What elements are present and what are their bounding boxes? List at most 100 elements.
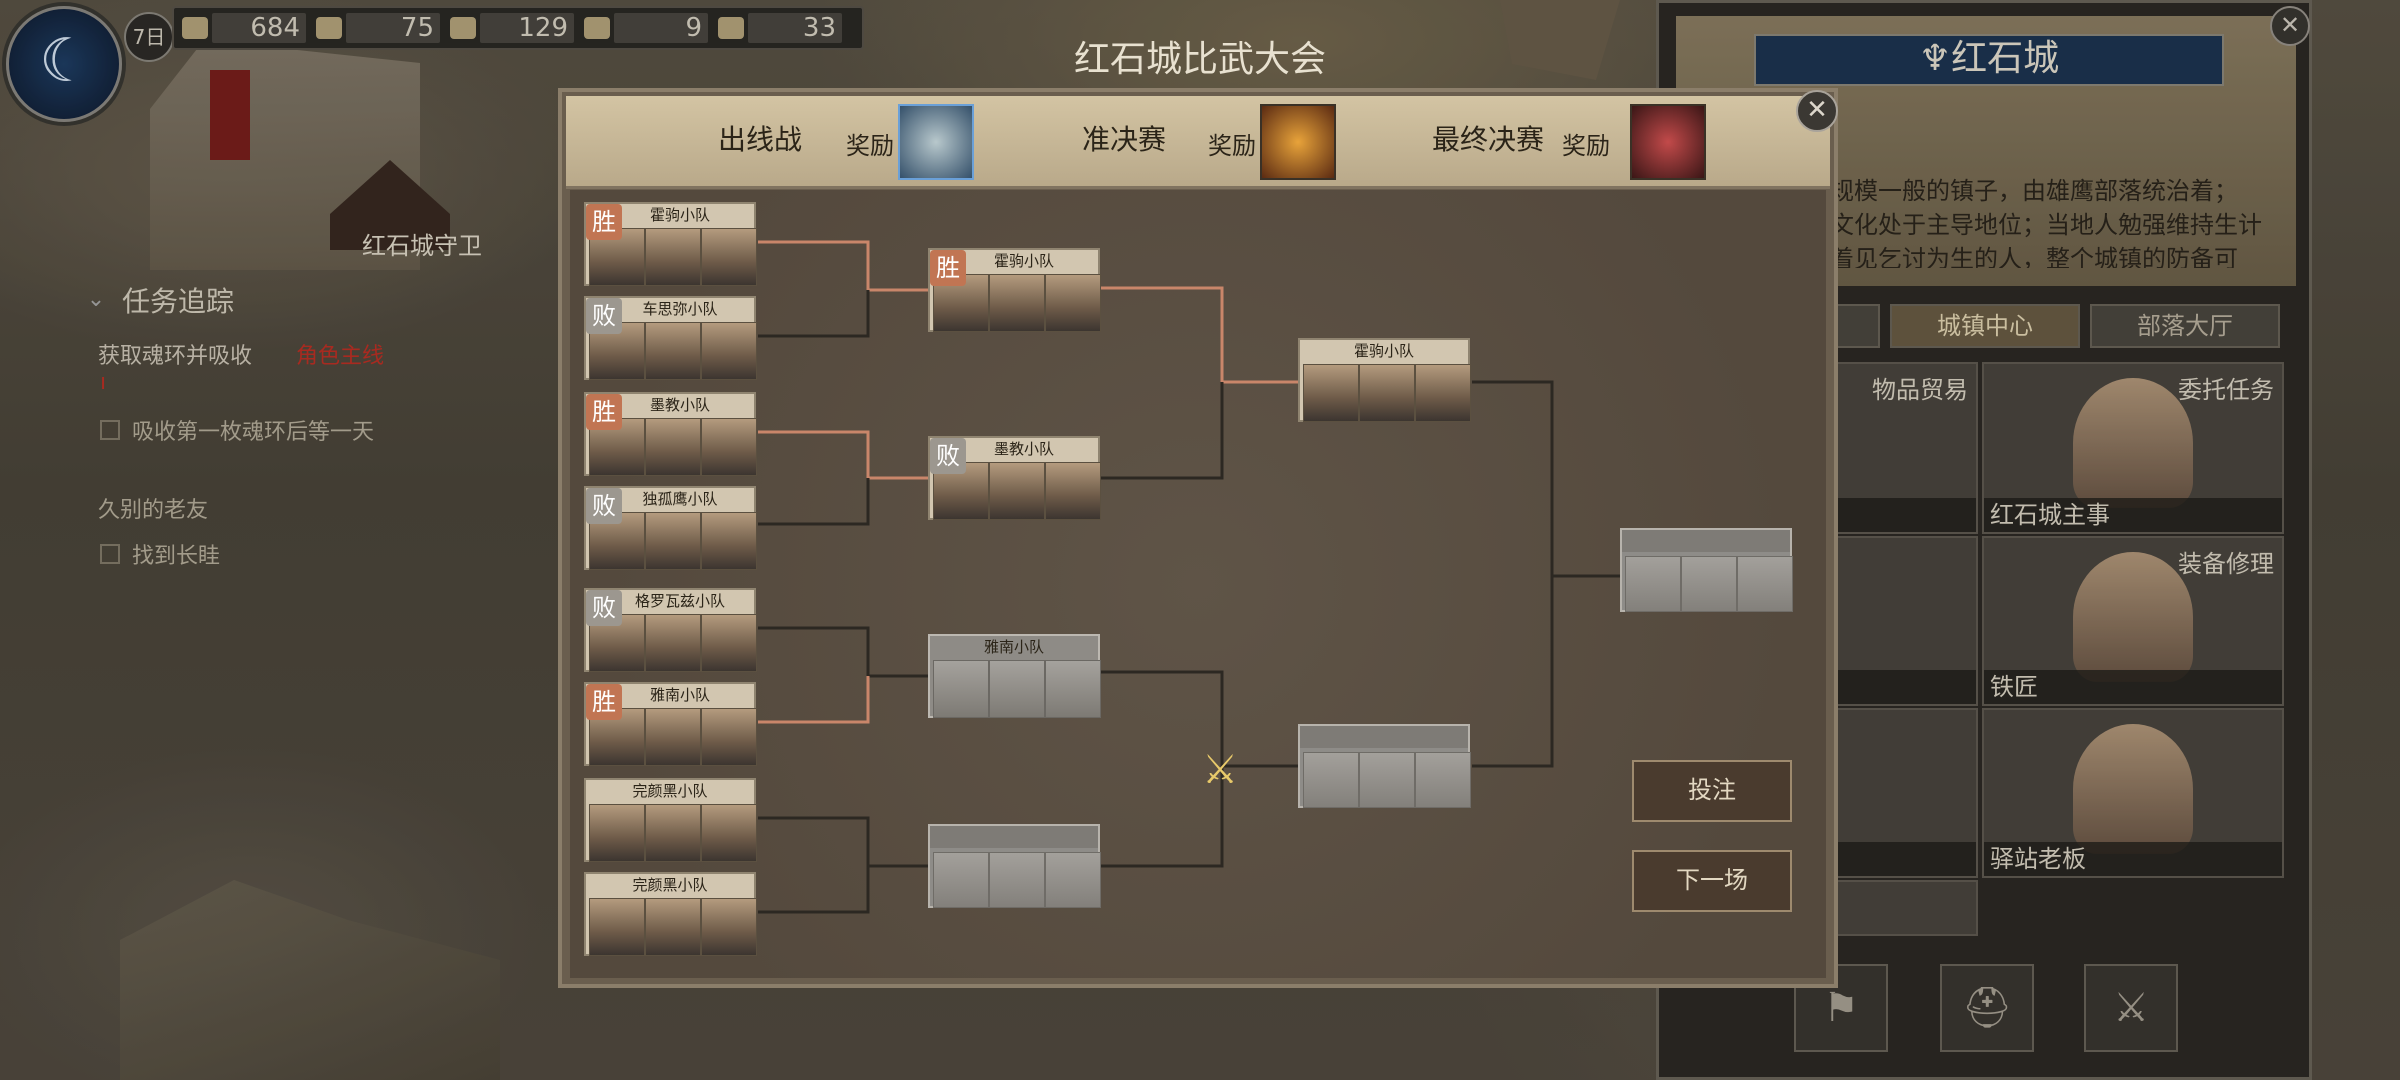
- resource-wood: 75: [316, 8, 440, 48]
- fighter-portrait: [989, 274, 1045, 332]
- money-bag-icon: [584, 17, 610, 39]
- team-card[interactable]: 霍驹小队: [1298, 338, 1471, 422]
- crescent-moon-icon: ☾: [39, 26, 93, 96]
- win-badge: 胜: [930, 250, 966, 286]
- bet-button[interactable]: 投注: [1632, 760, 1792, 822]
- team-card[interactable]: 霍驹小队胜: [928, 248, 1101, 332]
- flag-button[interactable]: ⚑: [1794, 964, 1888, 1052]
- quest-red-marker: ı: [100, 370, 107, 395]
- fighter-portrait: [1045, 462, 1101, 520]
- team-card[interactable]: 墨教小队败: [928, 436, 1101, 520]
- crossed-swords-button[interactable]: ⚔: [2084, 964, 2178, 1052]
- lose-badge: 败: [586, 590, 622, 626]
- team-card[interactable]: 完颜黑小队: [584, 872, 757, 956]
- grain-icon: [182, 17, 208, 39]
- fighter-portrait: [989, 660, 1045, 718]
- stage-final: 最终决赛: [1432, 123, 1545, 156]
- fighter-portrait: [701, 322, 757, 380]
- flag-icon: ⚑: [1823, 985, 1859, 1031]
- team-card[interactable]: 雅南小队胜: [584, 682, 757, 766]
- town-cell-quests[interactable]: 委托任务红石城主事: [1982, 362, 2284, 534]
- fighter-portrait: [1045, 660, 1101, 718]
- team-card[interactable]: 霍驹小队胜: [584, 202, 757, 286]
- quest-second-step: 找到长眭: [100, 538, 220, 570]
- reward-label: 奖励: [846, 132, 894, 160]
- day-counter: 7日: [124, 12, 174, 62]
- fighter-portrait: [645, 322, 701, 380]
- team-card[interactable]: 完颜黑小队: [584, 778, 757, 862]
- fighter-portrait: [989, 462, 1045, 520]
- town-cell-inn[interactable]: 驿站老板: [1982, 708, 2284, 878]
- town-description: 规模一般的镇子，由雄鹰部落统治着； 文化处于主导地位；当地人勉强维持生计 着见乞…: [1830, 177, 2262, 268]
- fighter-portrait: [645, 614, 701, 672]
- empty-team-slot: [928, 824, 1101, 908]
- moon-time-dial[interactable]: ☾: [6, 6, 122, 122]
- fighter-portrait: [701, 418, 757, 476]
- reward-label: 奖励: [1208, 132, 1256, 160]
- wood-icon: [316, 17, 342, 39]
- close-icon[interactable]: ✕: [1796, 90, 1838, 132]
- fighter-portrait: [645, 898, 701, 956]
- fighter-portrait: [645, 708, 701, 766]
- gem-icon: [718, 17, 744, 39]
- red-flag: [210, 70, 250, 160]
- resource-money: 9: [584, 8, 708, 48]
- team-card[interactable]: 独孤鹰小队败: [584, 486, 757, 570]
- stone-icon: [450, 17, 476, 39]
- quest-main-tag: 角色主线: [296, 344, 385, 369]
- quest-tracker-header[interactable]: ⌄任务追踪: [80, 280, 410, 320]
- npc-name-label[interactable]: 红石城守卫: [362, 232, 482, 260]
- lose-badge: 败: [930, 438, 966, 474]
- town-close-button[interactable]: ✕: [2270, 6, 2310, 46]
- armor-reward-icon[interactable]: [1630, 104, 1706, 180]
- stage-semifinal: 准决赛: [1082, 123, 1167, 156]
- win-badge: 胜: [586, 204, 622, 240]
- eagle-emblem-icon: ♆: [1918, 38, 1952, 79]
- npc-portrait: [2073, 552, 2193, 682]
- fighter-portrait: [701, 614, 757, 672]
- quest-second-title[interactable]: 久别的老友: [98, 498, 209, 523]
- fighter-portrait: [645, 512, 701, 570]
- next-match-button[interactable]: 下一场: [1632, 850, 1792, 912]
- town-cell-repair[interactable]: 装备修理铁匠: [1982, 536, 2284, 706]
- fighter-portrait: [1303, 364, 1359, 422]
- lose-badge: 败: [586, 488, 622, 524]
- fighter-portrait: [1415, 364, 1471, 422]
- team-card[interactable]: 雅南小队: [928, 634, 1101, 718]
- team-card[interactable]: 车思弥小队败: [584, 296, 757, 380]
- empty-team-slot: [1620, 528, 1793, 612]
- fighter-portrait: [589, 898, 645, 956]
- win-badge: 胜: [586, 684, 622, 720]
- stage-reward-bar: 出线战 奖励 准决赛 奖励 最终决赛 奖励: [566, 96, 1830, 189]
- fighter-portrait: [645, 228, 701, 286]
- quest-main-title[interactable]: 获取魂环并吸收: [98, 344, 253, 369]
- phoenix-reward-icon[interactable]: [1260, 104, 1336, 180]
- quest-tracker: ⌄任务追踪: [80, 280, 410, 320]
- tournament-title: 红石城比武大会: [1073, 39, 1326, 80]
- tab-town-center[interactable]: 城镇中心: [1890, 304, 2080, 348]
- fighter-portrait: [701, 804, 757, 862]
- npc-portrait: [2073, 378, 2193, 508]
- fighter-portrait: [933, 660, 989, 718]
- resource-bar: ☾ 7日 684 75 129 9 33: [0, 0, 864, 122]
- fighter-portrait: [701, 228, 757, 286]
- team-card[interactable]: 墨教小队胜: [584, 392, 757, 476]
- quest-main-step: 吸收第一枚魂环后等一天: [100, 414, 400, 446]
- crystal-reward-icon[interactable]: [898, 104, 974, 180]
- checkbox: [100, 420, 120, 440]
- win-badge: 胜: [586, 394, 622, 430]
- resource-gem: 33: [718, 8, 842, 48]
- fighter-portrait: [701, 512, 757, 570]
- fighter-portrait: [645, 418, 701, 476]
- npc-portrait: [2073, 724, 2193, 854]
- fighter-portrait: [589, 804, 645, 862]
- empty-team-slot: [1298, 724, 1471, 808]
- resource-strip: 684 75 129 9 33: [172, 6, 864, 50]
- helmet-button[interactable]: ⛑: [1940, 964, 2034, 1052]
- chevron-down-icon[interactable]: ⌄: [86, 287, 106, 312]
- checkbox: [100, 544, 120, 564]
- resource-grain: 684: [182, 8, 306, 48]
- tab-tribe-hall[interactable]: 部落大厅: [2090, 304, 2280, 348]
- team-card[interactable]: 格罗瓦兹小队败: [584, 588, 757, 672]
- current-match-swords-icon: ⚔: [1202, 747, 1238, 793]
